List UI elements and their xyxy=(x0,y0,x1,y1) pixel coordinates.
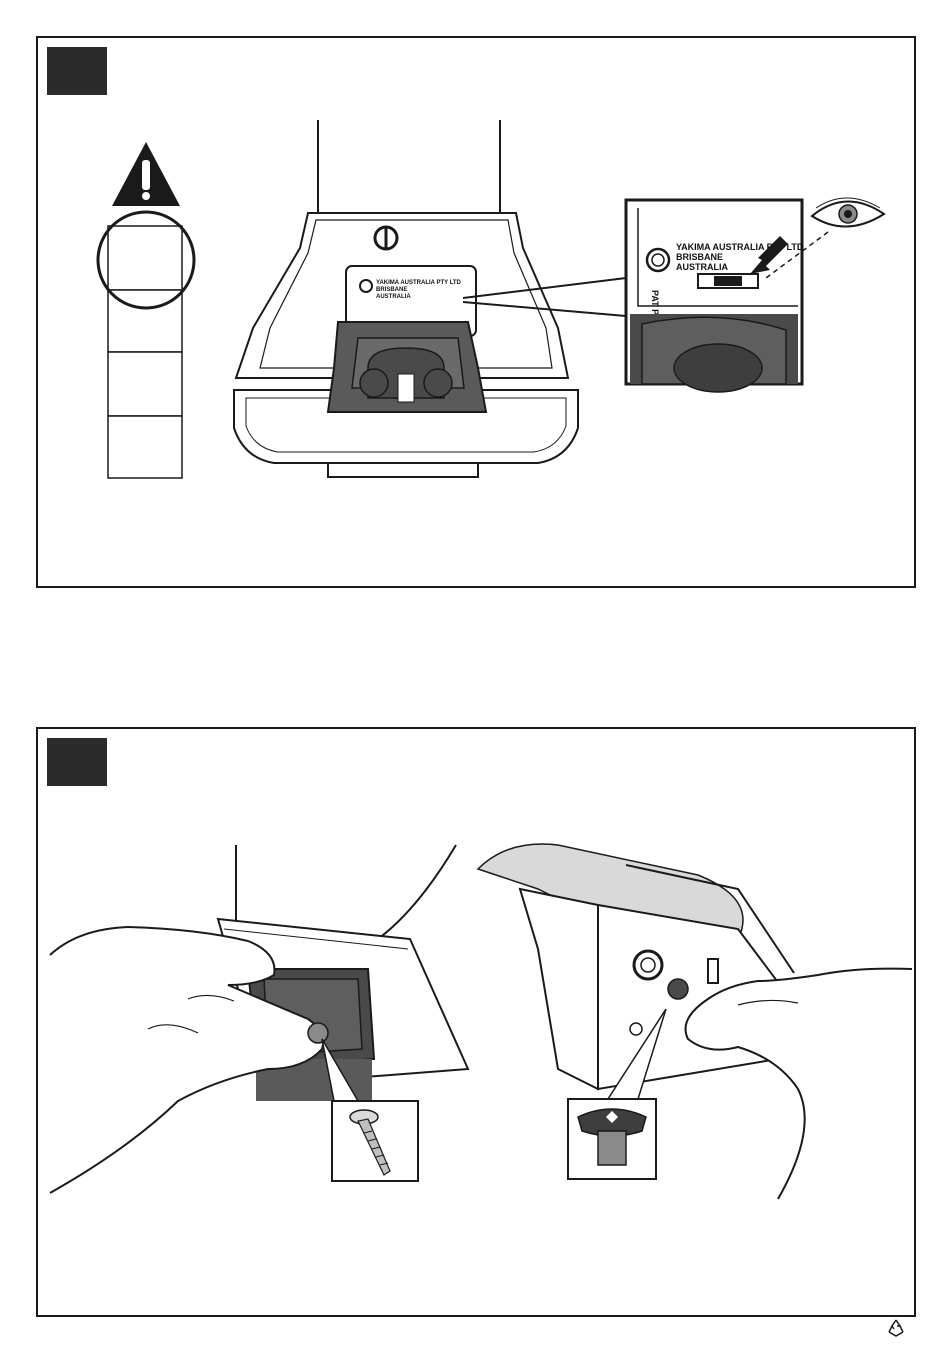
lock-icon xyxy=(375,227,397,249)
eye-icon xyxy=(812,198,884,227)
zoom-label-line-3: AUSTRALIA xyxy=(676,262,728,272)
step-panel-1: YAKIMA AUSTRALIA PTY LTD BRISBANE AUSTRA… xyxy=(36,36,916,588)
recycle-icon xyxy=(886,1318,906,1338)
knob-inset xyxy=(568,1099,656,1179)
warning-icon xyxy=(112,142,180,206)
step-panel-2 xyxy=(36,727,916,1317)
bolt-inset xyxy=(332,1101,418,1181)
check-boxes xyxy=(108,226,182,478)
label-line-2: BRISBANE xyxy=(376,287,407,293)
foot-pack-illustration: YAKIMA AUSTRALIA PTY LTD BRISBANE AUSTRA… xyxy=(38,38,914,586)
hand-right xyxy=(686,969,913,1199)
label-line-3: AUSTRALIA xyxy=(376,294,411,300)
install-illustration xyxy=(38,729,914,1315)
zoom-label-line-2: BRISBANE xyxy=(676,252,723,262)
label-line-1: YAKIMA AUSTRALIA PTY LTD xyxy=(376,280,462,286)
zoom-inset: YAKIMA AUSTRALIA PTY LTD BRISBANE AUSTRA… xyxy=(626,200,804,392)
